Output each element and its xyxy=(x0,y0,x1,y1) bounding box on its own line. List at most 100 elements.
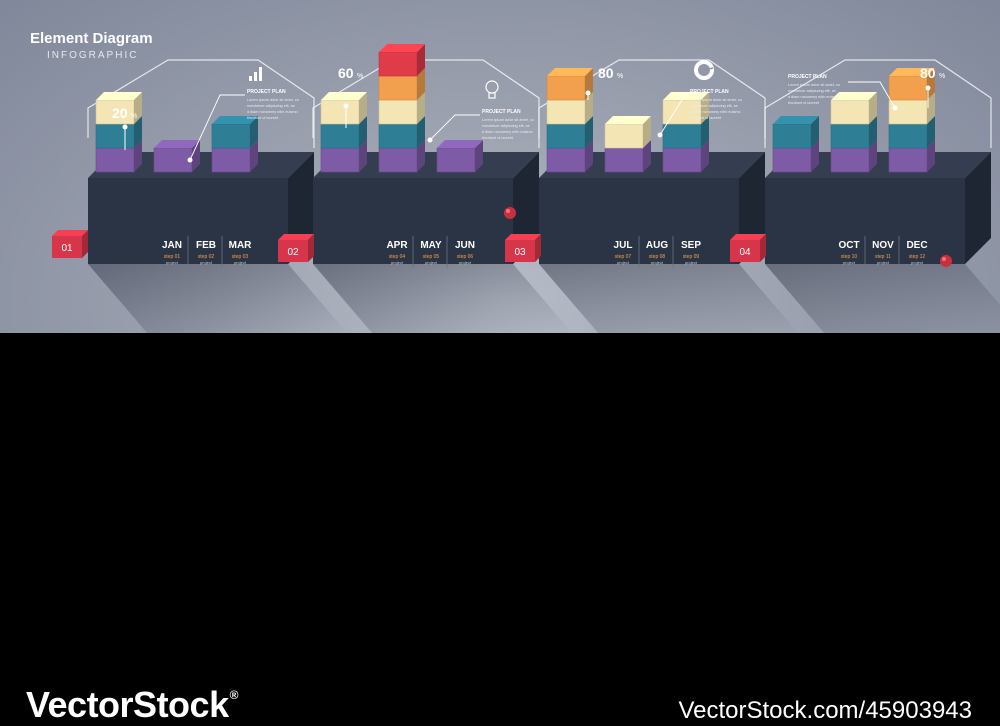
glass-outline xyxy=(538,59,766,148)
cube-side xyxy=(417,140,425,172)
plan-text-line: d diam nonummy nibh euismo xyxy=(482,130,533,134)
plan-text-line: nsectetuer adipiscing elit, se xyxy=(482,124,530,128)
plan-text-line: tincidunt ut laoreet xyxy=(247,116,279,120)
cube-nov-1 xyxy=(830,123,870,149)
cube-dec-0 xyxy=(888,147,928,173)
percent-callout-dot xyxy=(925,85,931,91)
month-step-mar: step 03 xyxy=(232,254,249,260)
cube-top xyxy=(321,92,367,100)
platform-shadow xyxy=(88,264,348,333)
cube-top xyxy=(154,140,200,148)
cube-side xyxy=(192,140,200,172)
cube-side xyxy=(701,116,709,148)
plan-callout-dot xyxy=(892,105,898,111)
cube-side xyxy=(585,140,593,172)
cube-side xyxy=(811,140,819,172)
plan-text-line: nsectetuer adipiscing elit, se xyxy=(690,104,738,108)
plan-title-03: PROJECT PLAN xyxy=(690,89,729,95)
cube-side xyxy=(701,92,709,124)
plan-text-line: tincidunt ut laoreet xyxy=(690,116,722,120)
cube-oct-0 xyxy=(772,147,812,173)
month-project-jul: project xyxy=(617,260,630,265)
month-label-may: MAY xyxy=(420,240,442,251)
cube-side xyxy=(643,140,651,172)
cube-mar-0 xyxy=(211,147,251,173)
month-label-aug: AUG xyxy=(646,240,668,251)
platform-shadow xyxy=(765,264,1000,333)
step-number-04: 04 xyxy=(739,247,751,258)
percent-suffix-03: % xyxy=(617,73,623,80)
month-step-aug: step 08 xyxy=(649,254,666,260)
step-marker-top xyxy=(505,234,541,240)
plan-text-line: nsectetuer adipiscing elit, se xyxy=(247,104,295,108)
month-step-jul: step 07 xyxy=(615,254,632,260)
image-id: VectorStock.com/45903943 xyxy=(678,697,972,724)
month-label-dec: DEC xyxy=(906,240,927,251)
cube-aug-0 xyxy=(604,147,644,173)
plan-callout-line xyxy=(429,114,480,141)
month-step-jan: step 01 xyxy=(164,254,181,260)
cube-side xyxy=(475,140,483,172)
month-label-oct: OCT xyxy=(838,240,859,251)
cube-side xyxy=(359,116,367,148)
cube-may-0 xyxy=(378,147,418,173)
month-label-nov: NOV xyxy=(872,240,894,251)
cube-top xyxy=(889,68,935,76)
month-project-aug: project xyxy=(651,260,664,265)
percent-value-02: 60 xyxy=(338,65,354,81)
cube-may-1 xyxy=(378,123,418,149)
cube-may-3 xyxy=(378,75,418,101)
step-marker-top xyxy=(278,234,314,240)
step-marker xyxy=(52,236,82,258)
plan-callout-line xyxy=(848,81,896,109)
cube-may-2 xyxy=(378,99,418,125)
month-label-feb: FEB xyxy=(196,240,216,251)
cube-side xyxy=(701,140,709,172)
cube-sep-0 xyxy=(662,147,702,173)
cube-side xyxy=(134,116,142,148)
cube-side xyxy=(585,92,593,124)
bar-chart-icon xyxy=(249,67,262,81)
percent-value-01: 20 xyxy=(112,105,128,121)
platform-shadow xyxy=(313,264,573,333)
lightbulb-icon xyxy=(485,80,499,99)
diagram-title: Element Diagram xyxy=(30,30,153,47)
step-marker xyxy=(730,240,760,262)
cube-side xyxy=(927,68,935,100)
cube-top xyxy=(379,44,425,52)
cube-top xyxy=(773,116,819,124)
plan-title-01: PROJECT PLAN xyxy=(247,89,286,95)
plan-text-line: nsectetuer adipiscing elit, se xyxy=(788,89,836,93)
cube-dec-2 xyxy=(888,99,928,125)
month-label-jan: JAN xyxy=(162,240,182,251)
platform-side xyxy=(965,152,991,264)
plan-callout-dot xyxy=(187,157,193,163)
decor-ball-highlight xyxy=(942,257,946,261)
glass-outline xyxy=(764,59,992,148)
step-marker-top xyxy=(730,234,766,240)
cube-top xyxy=(547,68,593,76)
month-project-feb: project xyxy=(200,260,213,265)
month-label-jun: JUN xyxy=(455,240,475,251)
pie-chart-icon xyxy=(694,60,714,80)
cube-side xyxy=(134,140,142,172)
cube-side xyxy=(417,44,425,76)
month-project-may: project xyxy=(425,260,438,265)
cube-side xyxy=(927,116,935,148)
step-marker-side xyxy=(760,234,766,262)
percent-value-03: 80 xyxy=(598,65,614,81)
plan-title-02: PROJECT PLAN xyxy=(482,109,521,115)
cube-side xyxy=(869,92,877,124)
month-project-oct: project xyxy=(843,260,856,265)
month-step-sep: step 09 xyxy=(683,254,700,260)
cube-side xyxy=(359,140,367,172)
plan-text-line: d diam nonummy nibh euismo xyxy=(247,110,298,114)
decor-ball xyxy=(504,207,516,219)
cube-side xyxy=(585,116,593,148)
step-number-02: 02 xyxy=(287,247,299,258)
brand-logo: VectorStock® xyxy=(26,684,238,726)
plan-text-line: tincidunt ut laoreet xyxy=(788,101,820,105)
cube-jul-1 xyxy=(546,123,586,149)
